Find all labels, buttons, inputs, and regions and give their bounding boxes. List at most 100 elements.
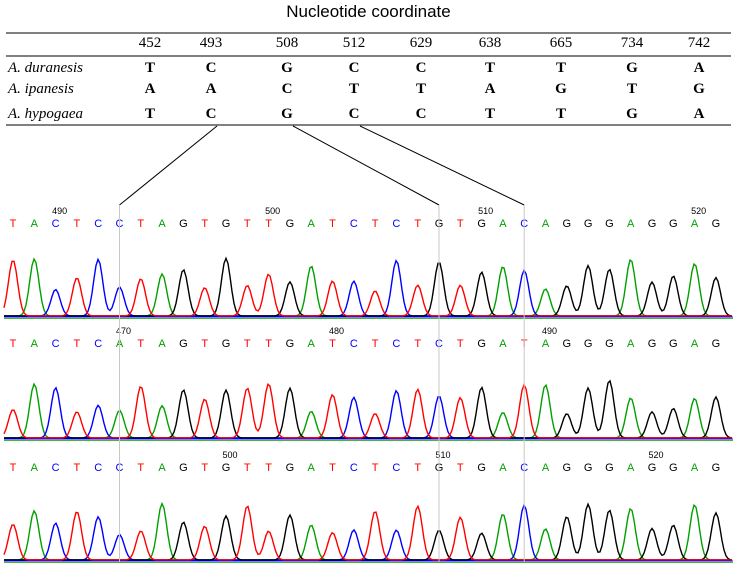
highlight-links [119,125,525,562]
signal-C-curve [4,503,732,561]
base-call: C [52,338,60,350]
base-call: G [712,462,721,474]
base-call: T [74,218,81,230]
base-call: T [372,462,379,474]
chromatogram-trace: TACTCCTAGTGTTGATCTCTGTGACAGGGAGGAG490500… [3,206,733,319]
base-call: A [499,462,507,474]
base-call: C [52,462,60,474]
position-header: 493 [200,35,223,51]
base-call: A [542,462,550,474]
base-call: C [94,338,102,350]
base-call: T [201,218,208,230]
signal-T-curve [3,504,732,561]
base-call: T [329,218,336,230]
base-cell: C [282,81,293,97]
base-cell: G [693,81,705,97]
base-call: G [179,338,188,350]
position-header: 629 [410,35,433,51]
base-call: A [31,338,39,350]
base-cell: G [626,106,638,122]
position-header: 742 [688,35,711,51]
base-call: A [31,218,39,230]
base-call: T [74,462,81,474]
base-call: T [329,338,336,350]
position-marker: 500 [222,450,237,460]
position-marker: 520 [691,206,706,216]
signal-T-curve [3,382,732,439]
base-call: C [94,218,102,230]
base-call: G [648,218,657,230]
base-call: A [308,462,316,474]
figure-title: Nucleotide coordinate [286,2,451,21]
position-header: 665 [550,35,573,51]
base-call: A [691,462,699,474]
position-header: 638 [479,35,502,51]
base-cell: G [281,106,293,122]
base-call: G [222,218,231,230]
base-cell: T [556,60,566,76]
base-cell: G [555,81,567,97]
base-call: T [372,218,379,230]
base-cell: T [145,106,155,122]
base-cell: A [206,81,217,97]
base-call: A [499,218,507,230]
base-call: G [563,218,572,230]
base-call: G [286,338,295,350]
base-cell: G [626,60,638,76]
base-call: T [201,462,208,474]
base-call: G [584,338,593,350]
base-call: T [74,338,81,350]
base-call: A [691,218,699,230]
base-call: G [286,462,295,474]
chromatogram-trace: TACTCCTAGTGTTGATCTCTGTGACAGGGAGGAG500510… [3,450,733,563]
base-cell: C [416,106,427,122]
base-call: G [477,462,486,474]
base-call: G [477,338,486,350]
base-call: A [308,338,316,350]
base-call: C [392,338,400,350]
base-cell: C [349,106,360,122]
base-call: T [414,338,421,350]
base-call: T [372,338,379,350]
base-call: G [712,338,721,350]
base-call: T [457,462,464,474]
base-call: T [414,218,421,230]
base-call: A [542,338,550,350]
base-call: G [286,218,295,230]
base-call: A [158,218,166,230]
base-cell: C [206,106,217,122]
base-call: G [648,462,657,474]
position-marker: 520 [648,450,663,460]
base-cell: A [694,60,705,76]
base-call: G [605,462,614,474]
base-call: T [10,218,17,230]
base-call: C [350,338,358,350]
signal-G-curve [4,502,733,561]
base-call: T [414,462,421,474]
connector-line [359,125,525,206]
base-call: T [244,218,251,230]
base-call: T [10,338,17,350]
base-cell: C [416,60,427,76]
signal-T-curve [3,260,732,317]
connector-line [119,125,218,206]
base-cell: T [556,106,566,122]
base-call: G [669,218,678,230]
base-call: T [457,218,464,230]
base-call: T [329,462,336,474]
base-call: G [179,462,188,474]
base-call: A [499,338,507,350]
base-call: G [605,338,614,350]
position-header: 734 [621,35,644,51]
base-cell: T [485,106,495,122]
base-cell: T [145,60,155,76]
base-call: A [627,462,635,474]
base-call: C [52,218,60,230]
base-call: G [477,218,486,230]
base-call: C [392,218,400,230]
base-cell: A [694,106,705,122]
base-call: A [542,218,550,230]
base-cell: T [349,81,359,97]
